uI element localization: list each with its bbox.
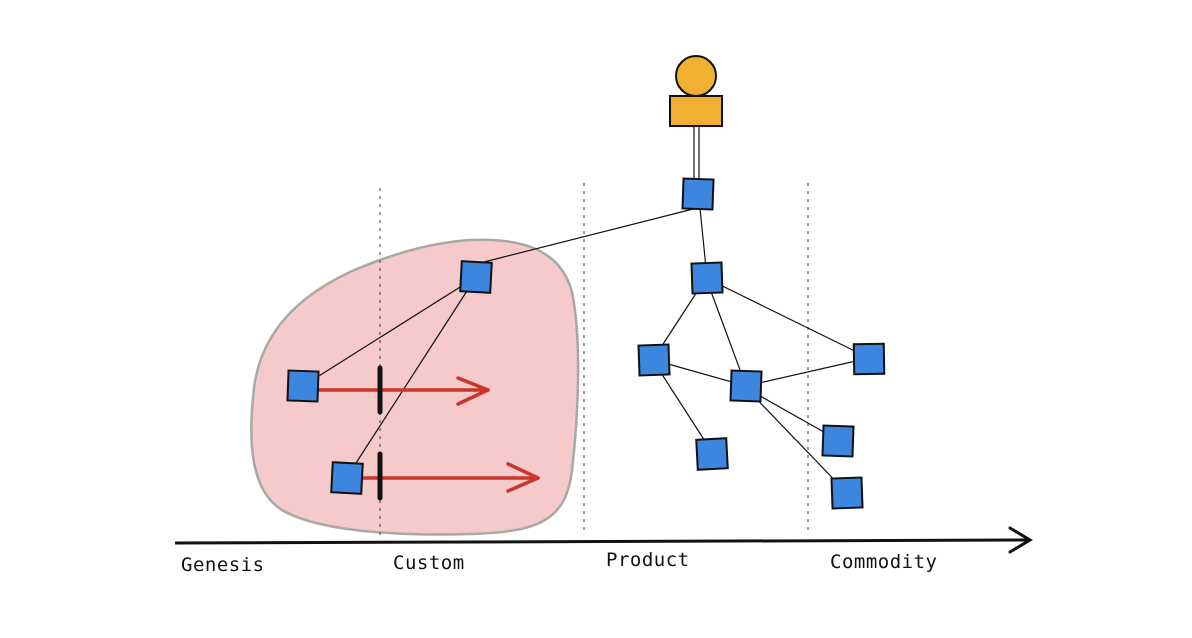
square-node-icon xyxy=(821,424,855,458)
square-node-icon xyxy=(830,476,864,510)
square-node-icon xyxy=(637,343,671,377)
square-node-icon xyxy=(330,461,364,495)
stage-label-custom: Custom xyxy=(393,552,465,574)
highlight-region xyxy=(250,238,580,536)
square-node-icon xyxy=(681,177,715,211)
square-node-icon xyxy=(286,369,320,403)
person-icon xyxy=(669,55,723,127)
stage-label-product: Product xyxy=(606,549,690,571)
evolution-axis xyxy=(174,538,1031,545)
square-node-icon xyxy=(729,369,763,403)
movement-arrow-lower xyxy=(360,462,540,493)
square-node-icon xyxy=(852,342,886,376)
square-node-icon xyxy=(459,260,493,294)
right-arrow-icon xyxy=(456,376,490,406)
axis-arrowhead-icon xyxy=(1008,526,1033,554)
stage-label-commodity: Commodity xyxy=(830,551,937,573)
square-node-icon xyxy=(690,261,724,295)
square-node-icon xyxy=(695,437,729,471)
stage-label-genesis: Genesis xyxy=(181,554,265,576)
movement-arrow-upper xyxy=(316,376,490,406)
right-arrow-icon xyxy=(506,462,540,493)
components xyxy=(286,177,886,510)
